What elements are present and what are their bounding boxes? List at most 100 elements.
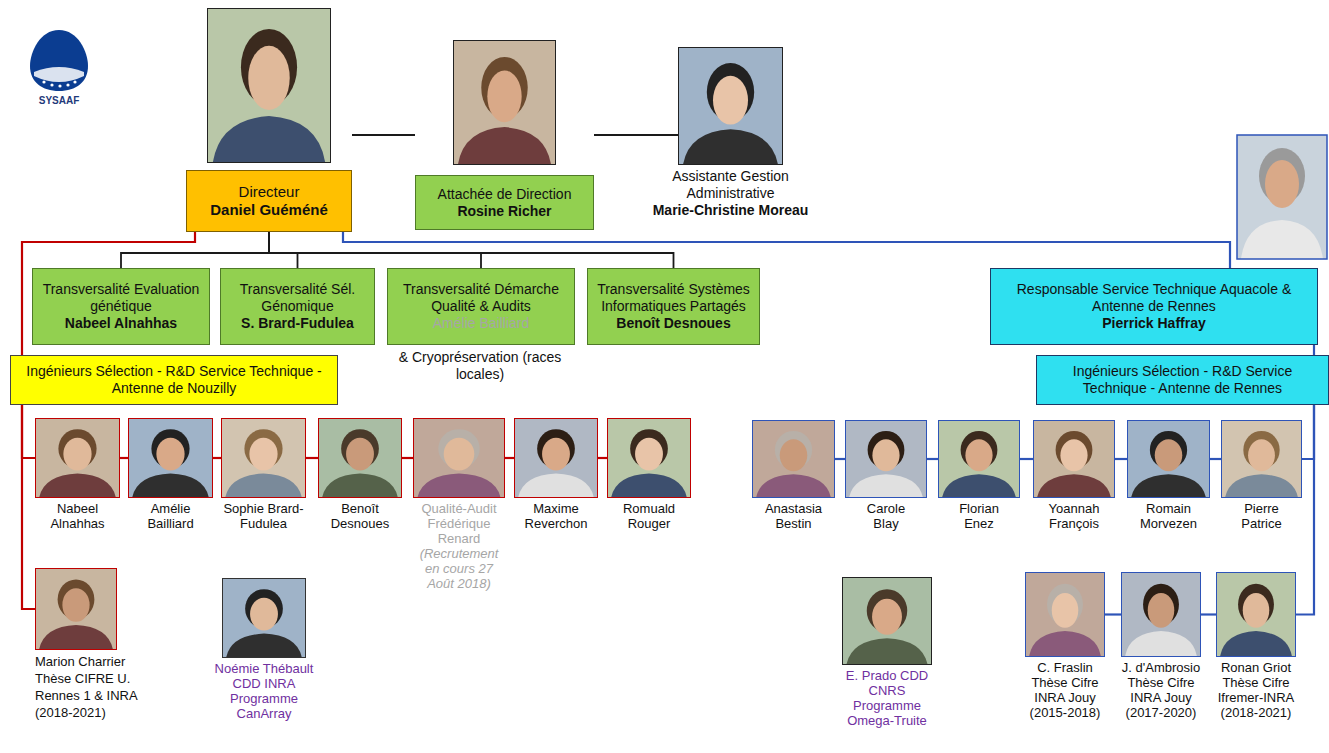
- logo-dot: [66, 83, 69, 86]
- portrait-image: [515, 419, 597, 497]
- photo-face: [62, 588, 89, 622]
- portrait-photo: [842, 577, 932, 665]
- org-connector: [1105, 613, 1121, 615]
- name-block: Benoît Desnoues: [325, 501, 395, 531]
- logo-dot: [58, 84, 61, 87]
- portrait-image: [1222, 421, 1301, 497]
- name-block: Marion Charrier Thèse CIFRE U. Rennes 1 …: [35, 653, 153, 721]
- portrait-photo: [222, 578, 306, 658]
- photo-face: [713, 76, 748, 125]
- photo-face: [1265, 160, 1299, 208]
- portrait-image: [1217, 573, 1295, 656]
- node-text: Rosine Richer: [422, 203, 587, 220]
- node-text: Anastasia Bestin: [759, 501, 829, 531]
- org-node: Anastasia Bestin: [752, 420, 835, 531]
- photo-shirt: [518, 474, 593, 497]
- role-box: Ingénieurs Sélection - R&D Service Techn…: [10, 355, 338, 405]
- photo-shirt: [1029, 631, 1101, 656]
- org-connector: [22, 405, 35, 609]
- org-node: J. d'Ambrosio Thèse Cifre INRA Jouy (201…: [1121, 572, 1201, 720]
- node-text: Sophie Brard-Fudulea: [219, 501, 309, 531]
- photo-face: [156, 438, 184, 471]
- photo-ground: [36, 569, 116, 649]
- photo-face: [1052, 593, 1079, 628]
- photo-face: [1243, 593, 1270, 628]
- node-text: Ingénieurs Sélection - R&D Service Techn…: [17, 363, 331, 397]
- org-node: Florian Enez: [938, 420, 1020, 531]
- org-connector: [352, 134, 415, 136]
- photo-face: [1060, 439, 1087, 471]
- role-box: Transversalité Systèmes Informatiques Pa…: [587, 268, 760, 345]
- photo-shirt: [39, 474, 115, 497]
- portrait-image: [1034, 421, 1114, 497]
- portrait-photo: [221, 418, 306, 498]
- photo-face: [487, 71, 521, 123]
- org-connector: [306, 457, 318, 459]
- name-block: E. Prado CDD CNRS Programme Omega-Truite: [845, 668, 929, 728]
- photo-face: [965, 439, 992, 471]
- photo-shirt: [611, 474, 686, 497]
- org-connector: [120, 457, 128, 459]
- org-node: Responsable Service Technique Aquacole &…: [990, 268, 1318, 345]
- photo-ground: [1122, 573, 1200, 656]
- photo-frame: [1237, 135, 1327, 259]
- role-box: Transversalité Evaluation génétiqueNabee…: [32, 268, 210, 345]
- name-block: Ronan Griot Thèse Cifre Ifremer-INRA (20…: [1211, 660, 1301, 720]
- node-text: Pierrick Haffray: [997, 315, 1311, 332]
- org-connector: [343, 232, 1230, 268]
- photo-ground: [843, 578, 931, 664]
- org-node: Sophie Brard-Fudulea: [221, 418, 306, 531]
- photo-shirt: [225, 474, 301, 497]
- node-text: Transversalité Démarche Qualité & Audits: [394, 281, 568, 315]
- org-node: Amélie Bailliard: [128, 418, 213, 531]
- photo-face: [1248, 439, 1275, 471]
- logo-dot: [73, 80, 76, 83]
- portrait-photo: [752, 420, 835, 498]
- photo-shirt: [418, 474, 501, 497]
- org-connector: [1020, 458, 1033, 460]
- photo-shirt: [847, 638, 928, 664]
- portrait-image: [36, 419, 119, 497]
- org-node: Maxime Reverchon: [514, 418, 598, 531]
- portrait-photo: [35, 418, 120, 498]
- photo-face: [1148, 593, 1175, 628]
- name-block: Romain Morvezen: [1134, 501, 1204, 531]
- photo-ground: [515, 419, 597, 497]
- photo-shirt: [1225, 474, 1298, 497]
- photo-shirt: [1220, 631, 1292, 656]
- node-text: Pierre Patrice: [1232, 501, 1292, 531]
- org-node: Romuald Rouger: [607, 418, 691, 531]
- photo-shirt: [39, 625, 113, 649]
- node-text: (Recrutement en cours 27 Août 2018): [414, 546, 504, 591]
- name-block: Qualité-Audit Frédérique Renard(Recrutem…: [414, 501, 504, 591]
- photo-shirt: [1125, 631, 1197, 656]
- photo-ground: [223, 579, 305, 657]
- org-connector: [1201, 613, 1216, 615]
- node-text: Yoannah François: [1039, 501, 1109, 531]
- portrait-image: [846, 421, 926, 497]
- portrait-image: [679, 48, 782, 164]
- org-node: Attachée de DirectionRosine Richer: [415, 40, 594, 230]
- photo-face: [248, 46, 289, 110]
- photo-ground: [1034, 421, 1114, 497]
- portrait-image: [223, 579, 305, 657]
- org-node: Yoannah François: [1033, 420, 1115, 531]
- portrait-photo: [1216, 572, 1296, 657]
- org-connector: [22, 405, 35, 458]
- photo-ground: [846, 421, 926, 497]
- photo-ground: [753, 421, 834, 497]
- name-block: Carole Blay: [856, 501, 916, 531]
- photo-shirt: [849, 474, 923, 497]
- node-text: Romuald Rouger: [614, 501, 684, 531]
- org-connector: [1210, 458, 1221, 460]
- node-text: Marie-Christine Moreau: [636, 202, 826, 219]
- portrait-image: [608, 419, 690, 497]
- portrait-image: [454, 41, 555, 164]
- portrait-image: [753, 421, 834, 497]
- portrait-image: [129, 419, 212, 497]
- portrait-photo: [1033, 420, 1115, 498]
- photo-face: [542, 438, 570, 471]
- node-text: S. Brard-Fudulea: [227, 315, 368, 332]
- org-node: E. Prado CDD CNRS Programme Omega-Truite: [842, 577, 932, 728]
- photo-ground: [1222, 421, 1301, 497]
